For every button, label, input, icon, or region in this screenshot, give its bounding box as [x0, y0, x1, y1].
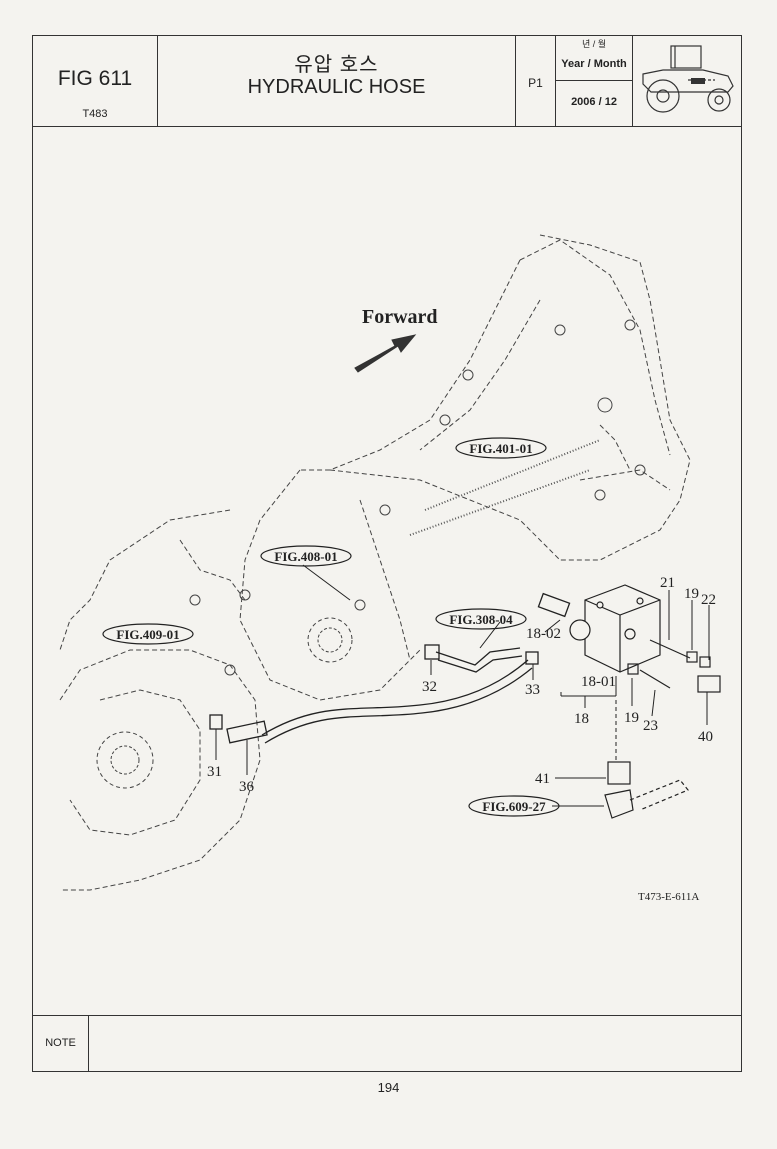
- note-row: NOTE: [33, 1015, 741, 1071]
- part-number: 18: [574, 711, 589, 727]
- part-number: 31: [207, 764, 222, 780]
- fig-ref-401: FIG.401-01: [469, 441, 532, 456]
- fittings-icon: [604, 639, 721, 819]
- fig-cell: FIG 611 T483: [33, 36, 158, 126]
- fig-ref-609: FIG.609-27: [482, 799, 546, 814]
- part-number: 21: [660, 575, 675, 591]
- date-value: 2006 / 12: [571, 96, 617, 108]
- part-number: 18-01: [581, 674, 616, 690]
- title-cell: 유압 호스 HYDRAULIC HOSE: [158, 36, 516, 126]
- date-label-row: 년 / 월 Year / Month: [556, 36, 632, 81]
- tractor-icon-cell: [633, 36, 741, 126]
- page-cell: P1: [516, 36, 556, 126]
- date-label: Year / Month: [561, 58, 627, 70]
- header: FIG 611 T483 유압 호스 HYDRAULIC HOSE P1 년 /…: [33, 36, 741, 127]
- date-cell: 년 / 월 Year / Month 2006 / 12: [556, 36, 633, 126]
- part-number: 40: [698, 729, 713, 745]
- fig-ref-409: FIG.409-01: [116, 627, 179, 642]
- part-number: 36: [239, 779, 255, 795]
- note-label-cell: NOTE: [33, 1016, 89, 1071]
- part-number: 18-02: [526, 626, 561, 642]
- valve-block-icon: [569, 584, 661, 673]
- note-label: NOTE: [45, 1037, 76, 1049]
- forward-arrow-icon: [354, 334, 417, 373]
- part-number: 23: [643, 718, 658, 734]
- part-number: 32: [422, 679, 437, 695]
- hydraulic-hose-icon: [209, 592, 571, 744]
- date-label-korean: 년 / 월: [581, 39, 607, 49]
- title-korean: 유압 호스: [294, 54, 379, 76]
- part-number: 33: [525, 682, 540, 698]
- fig-ref-408: FIG.408-01: [274, 549, 337, 564]
- parts-sheet: FIG 611 T483 유압 호스 HYDRAULIC HOSE P1 년 /…: [32, 35, 742, 1072]
- sheet-page: P1: [528, 76, 543, 90]
- forward-label: Forward: [362, 306, 438, 328]
- fig-ref-308: FIG.308-04: [449, 612, 513, 627]
- tractor-icon: [642, 45, 734, 113]
- fig-code: FIG 611: [57, 67, 133, 90]
- page-number: 194: [377, 1080, 400, 1095]
- part-number: 41: [535, 771, 550, 787]
- title-english: HYDRAULIC HOSE: [247, 76, 426, 98]
- part-number: 22: [701, 592, 716, 608]
- part-number: 19: [624, 710, 639, 726]
- model-code: T483: [82, 108, 108, 120]
- part-number: 19: [684, 586, 699, 602]
- drawing-code: T473-E-611A: [638, 891, 699, 903]
